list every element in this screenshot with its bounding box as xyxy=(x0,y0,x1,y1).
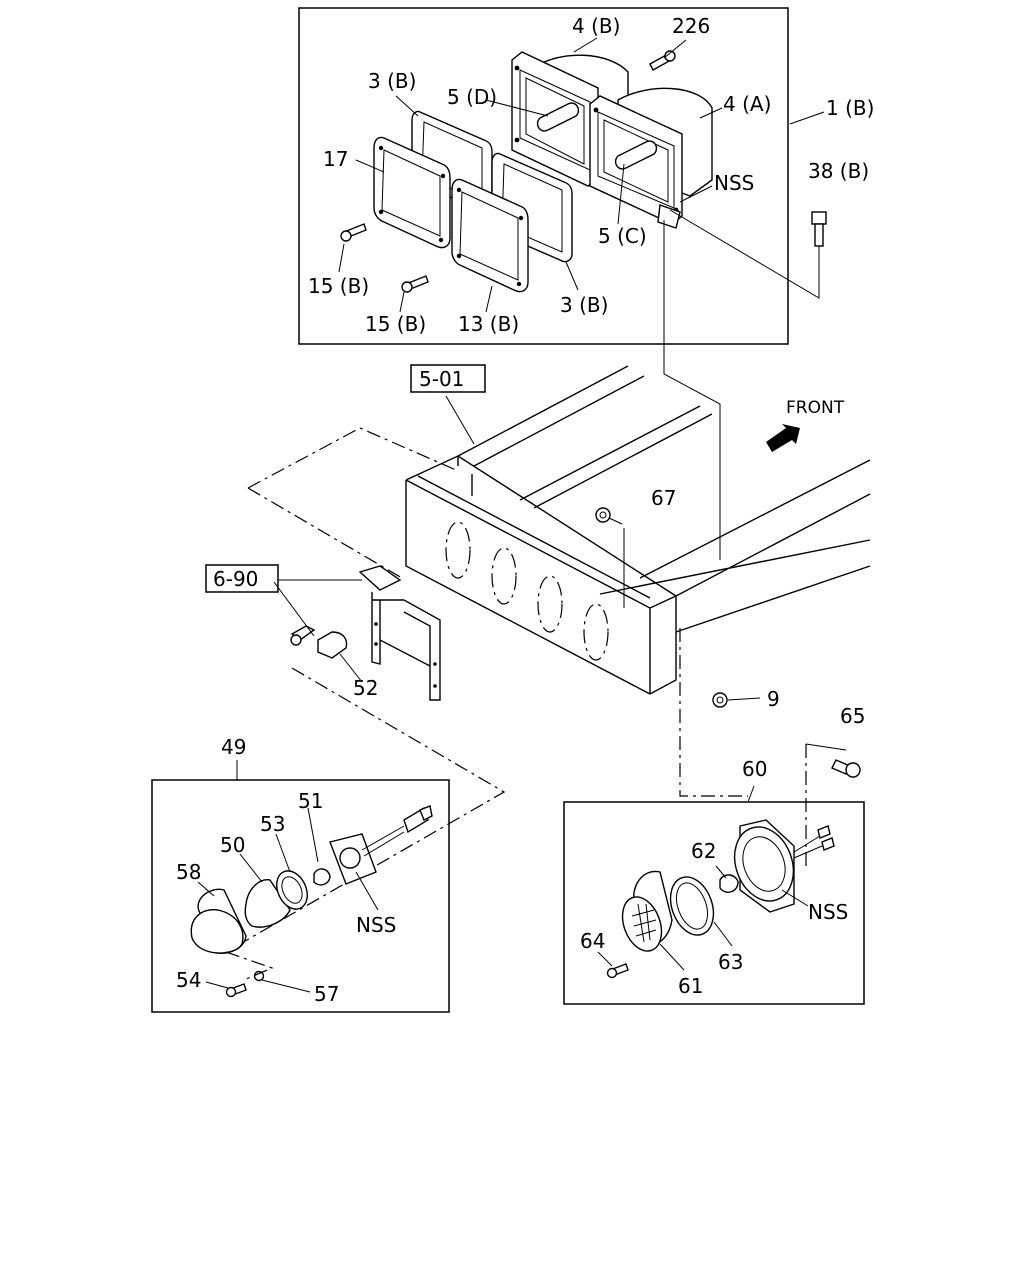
top-leader-lines xyxy=(338,37,825,560)
lens-13b xyxy=(451,178,529,293)
frame-cutout-2 xyxy=(491,547,517,605)
bolt-38b xyxy=(811,211,827,247)
reflector-52 xyxy=(317,631,348,659)
screw-54 xyxy=(225,983,247,998)
screw-15b-upper xyxy=(340,223,367,242)
label-13b: 13 (B) xyxy=(458,312,519,336)
screw-64 xyxy=(606,963,629,979)
box60-leaders xyxy=(597,785,809,971)
label-57: 57 xyxy=(314,982,339,1006)
label-58: 58 xyxy=(176,860,201,884)
label-nss-right: NSS xyxy=(808,900,848,924)
screw-15b-lower xyxy=(401,275,429,293)
lamp-housing-4a xyxy=(589,87,713,229)
rear-lamp-assembly-frame xyxy=(298,7,789,345)
label-15b-a: 15 (B) xyxy=(308,274,369,298)
frame-dash-leaders xyxy=(225,395,847,953)
box49-leaders xyxy=(197,760,379,993)
screw-226 xyxy=(649,50,676,71)
label-5c: 5 (C) xyxy=(598,224,647,248)
label-65: 65 xyxy=(840,704,865,728)
label-15b-b: 15 (B) xyxy=(365,312,426,336)
label-5-01: 5-01 xyxy=(419,367,464,391)
label-3b-top: 3 (B) xyxy=(368,69,416,93)
label-52: 52 xyxy=(353,676,378,700)
label-9: 9 xyxy=(767,687,780,711)
chassis-frame xyxy=(405,365,871,695)
nut-67 xyxy=(595,507,611,523)
label-60: 60 xyxy=(742,757,767,781)
label-49: 49 xyxy=(221,735,246,759)
label-4a: 4 (A) xyxy=(723,92,771,116)
label-53: 53 xyxy=(260,812,285,836)
socket-nss-left xyxy=(329,805,433,885)
frame-cutout-4 xyxy=(583,603,609,661)
label-50: 50 xyxy=(220,833,245,857)
part-labels: 4 (B) 226 3 (B) 5 (D) 4 (A) 1 (B) 17 NSS… xyxy=(176,14,874,1006)
frame-cutout-3 xyxy=(537,575,563,633)
label-1b: 1 (B) xyxy=(826,96,874,120)
rear-lamp-box-frame xyxy=(563,801,865,1005)
label-62: 62 xyxy=(691,839,716,863)
label-nss-left: NSS xyxy=(356,913,396,937)
cover-58 xyxy=(190,888,247,954)
license-lamp-box-frame xyxy=(151,779,450,1013)
label-4b: 4 (B) xyxy=(572,14,620,38)
label-5d: 5 (D) xyxy=(447,85,497,109)
label-226: 226 xyxy=(672,14,710,38)
label-63: 63 xyxy=(718,950,743,974)
label-nss-top: NSS xyxy=(714,171,754,195)
license-lamp-box-49 xyxy=(151,760,450,1013)
bulb-5d xyxy=(536,102,580,132)
ref-box-5-01 xyxy=(410,364,486,393)
rear-lamp-assembly-group xyxy=(298,7,827,560)
frame-cutout-1 xyxy=(445,521,471,579)
rear-lamp-box-60 xyxy=(563,785,865,1005)
label-61: 61 xyxy=(678,974,703,998)
label-3b-bottom: 3 (B) xyxy=(560,293,608,317)
bolt-6-90 xyxy=(290,625,316,646)
label-51: 51 xyxy=(298,789,323,813)
gasket-63 xyxy=(669,876,715,936)
ref-box-6-90 xyxy=(205,564,279,593)
label-64: 64 xyxy=(580,929,605,953)
label-front: FRONT xyxy=(786,398,845,418)
housing-nss-right xyxy=(733,819,835,913)
label-6-90: 6-90 xyxy=(213,567,258,591)
label-17: 17 xyxy=(323,147,348,171)
label-38b: 38 (B) xyxy=(808,159,869,183)
bulb-51 xyxy=(313,868,331,886)
lens-50 xyxy=(244,879,291,928)
license-lamp-bracket xyxy=(358,565,441,701)
bulb-5c xyxy=(614,140,658,170)
front-arrow-icon xyxy=(766,424,800,452)
label-54: 54 xyxy=(176,968,201,992)
label-67: 67 xyxy=(651,486,676,510)
lens-17 xyxy=(373,136,451,249)
bulb-62 xyxy=(719,874,739,893)
lens-61 xyxy=(621,870,673,952)
nut-9 xyxy=(712,692,728,708)
bolt-65 xyxy=(831,759,861,778)
gasket-53 xyxy=(276,870,308,910)
